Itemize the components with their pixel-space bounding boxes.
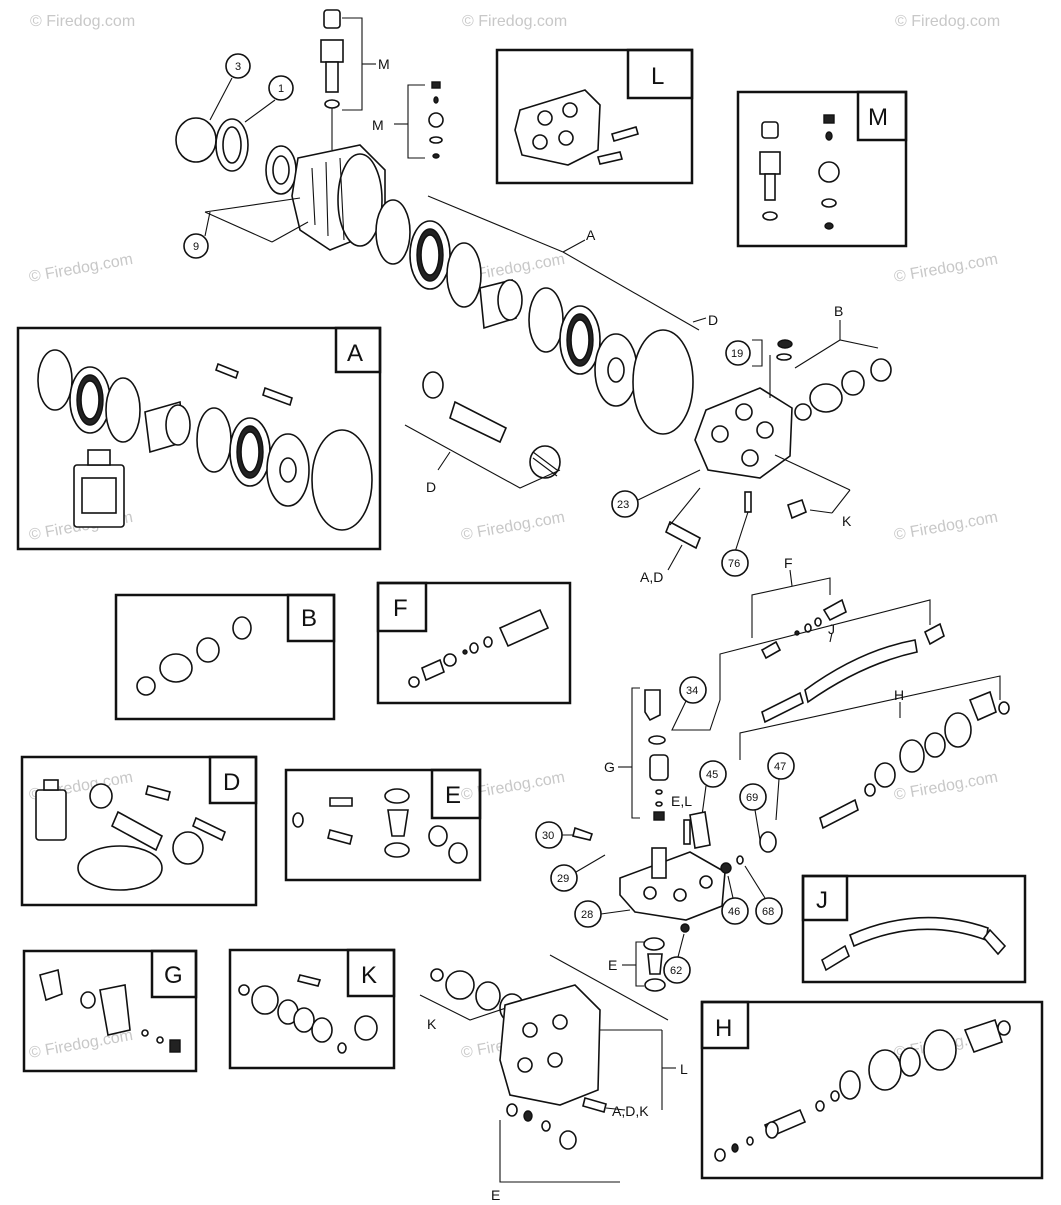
callout-d-lower: D: [426, 479, 436, 495]
callout-m-top: M: [378, 56, 390, 72]
part-number-47: 47: [774, 761, 786, 773]
part-number-28: 28: [581, 909, 593, 921]
part-number-19: 19: [731, 348, 743, 360]
kit-box-f: F: [376, 581, 572, 705]
kit-letter: K: [361, 962, 377, 989]
kit-box-j: J: [801, 874, 1027, 984]
part-number-68: 68: [762, 906, 774, 918]
callout-ad: A,D: [640, 569, 663, 585]
callout-j: J: [828, 621, 835, 637]
part-number-46: 46: [728, 906, 740, 918]
part-number-76: 76: [728, 558, 740, 570]
watermark: © Firedog.com: [460, 509, 567, 544]
part-number-23: 23: [617, 499, 629, 511]
kit-letter: L: [651, 63, 664, 90]
kit-letter: H: [715, 1015, 732, 1042]
watermark: © Firedog.com: [893, 509, 1000, 544]
kit-letter: D: [223, 769, 240, 796]
part-number-30: 30: [542, 830, 554, 842]
lower-assembly: F J H G 34 45: [419, 555, 1010, 1203]
watermark: © Firedog.com: [893, 251, 1000, 286]
watermark: © Firedog.com: [28, 251, 135, 286]
kit-letter: B: [301, 605, 317, 632]
kit-box-h: H: [700, 1000, 1044, 1180]
callout-k-left: K: [427, 1016, 437, 1032]
kit-box-m: M: [736, 90, 908, 248]
callout-d-upper: D: [708, 312, 718, 328]
watermark: © Firedog.com: [460, 769, 567, 804]
kit-letter: F: [393, 595, 408, 622]
callout-g: G: [604, 759, 615, 775]
kit-letter: E: [445, 782, 461, 809]
watermark: © Firedog.com: [895, 13, 1000, 30]
kit-box-k: K: [228, 948, 396, 1070]
kit-box-b: B: [114, 593, 336, 721]
kit-box-a: A: [16, 326, 382, 551]
callout-h: H: [894, 687, 904, 703]
kit-letter: G: [164, 962, 183, 989]
part-number-62: 62: [670, 965, 682, 977]
kit-box-e: E: [284, 768, 482, 882]
watermark: © Firedog.com: [893, 769, 1000, 804]
part-number-1: 1: [278, 83, 284, 95]
part-number-34: 34: [686, 685, 698, 697]
kit-box-l: L: [495, 48, 694, 185]
kit-box-g: G: [22, 949, 198, 1073]
part-number-3: 3: [235, 61, 241, 73]
kit-letter: M: [868, 104, 888, 131]
callout-b: B: [834, 303, 843, 319]
upper-assembly: M M: [175, 9, 892, 585]
callout-e-bottom: E: [491, 1187, 500, 1200]
callout-k-right: K: [842, 513, 852, 529]
part-number-69: 69: [746, 792, 758, 804]
part-number-45: 45: [706, 769, 718, 781]
callout-e: E: [608, 957, 617, 973]
kit-box-d: D: [20, 755, 258, 907]
callout-a: A: [586, 227, 596, 243]
callout-adk: A,D,K: [612, 1103, 649, 1119]
part-number-9: 9: [193, 241, 199, 253]
callout-el: E,L: [671, 793, 692, 809]
kit-letter: J: [816, 887, 828, 914]
callout-m-mid: M: [372, 117, 384, 133]
watermark: © Firedog.com: [30, 13, 135, 30]
callout-f: F: [784, 555, 793, 571]
watermark: © Firedog.com: [462, 13, 567, 30]
callout-l: L: [680, 1061, 688, 1077]
kit-letter: A: [347, 340, 363, 367]
part-number-29: 29: [557, 873, 569, 885]
